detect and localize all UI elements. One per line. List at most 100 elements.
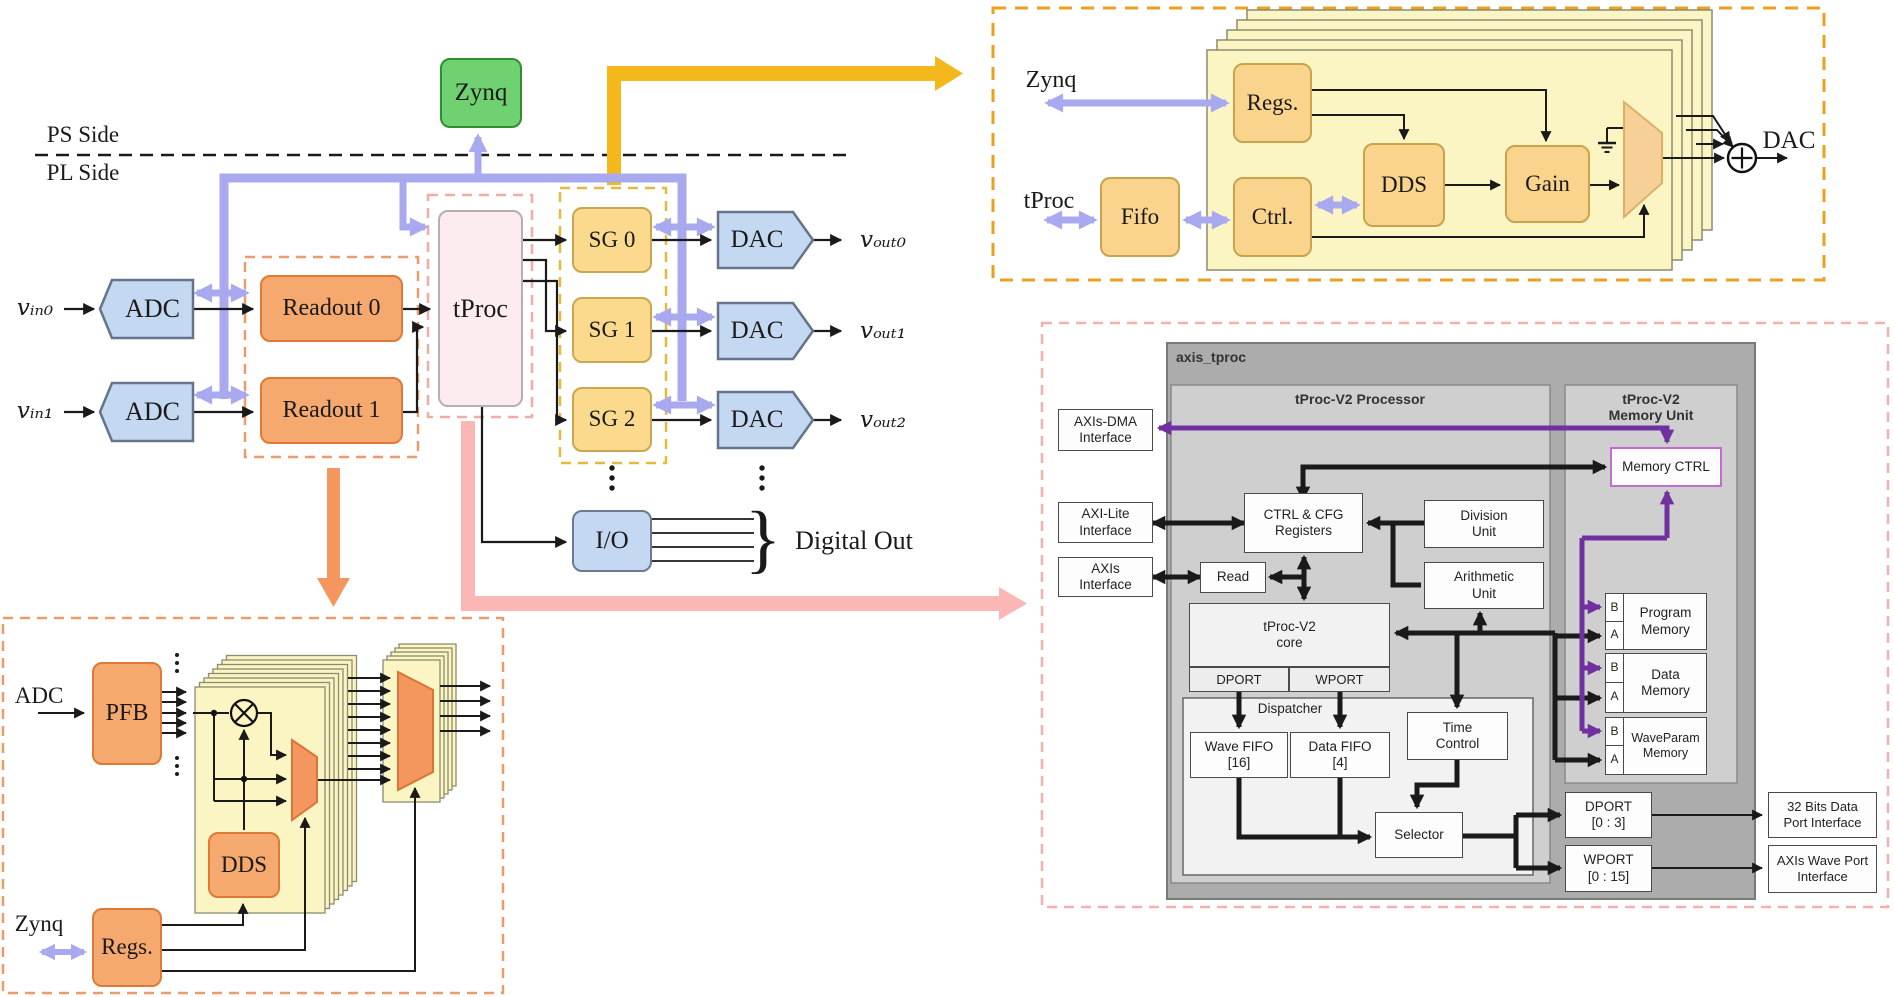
rodetail-regs-block: Regs.	[92, 908, 162, 987]
orange-arrow	[317, 468, 350, 607]
sgdetail-fifo-block: Fifo	[1100, 177, 1180, 257]
ctrl-cfg-line2: Registers	[1274, 523, 1333, 538]
vout2-label: vₒᵤₜ₂	[860, 406, 906, 433]
data-port-iface-line2: Port Interface	[1783, 815, 1862, 830]
arithmetic-line1: Arithmetic	[1453, 569, 1514, 585]
dac-block-0: DAC	[730, 225, 784, 253]
sg-detail-bus	[1043, 93, 1361, 230]
dport-line1: DPORT	[1584, 798, 1632, 814]
pl-side-label: PL Side	[46, 159, 120, 185]
ctrl-cfg-line1: CTRL & CFG	[1263, 506, 1344, 522]
data-port-iface-line1: 32 Bits Data	[1787, 799, 1858, 815]
data-fifo-line2: [4]	[1332, 755, 1348, 770]
data-memory-port-b: B	[1605, 653, 1624, 683]
tproc-group-border	[426, 193, 534, 419]
waveparam-memory-port-b: B	[1605, 717, 1624, 746]
tproc-block: tProc	[438, 210, 523, 407]
axis-line2: Interface	[1079, 577, 1132, 592]
core-line2: core	[1276, 635, 1303, 650]
dac-block-2: DAC	[730, 405, 784, 433]
zynq-block: Zynq	[440, 58, 522, 128]
rodetail-adc-label: ADC	[14, 682, 64, 708]
rodetail-dds-block: DDS	[208, 832, 280, 898]
io-block: I/O	[572, 510, 652, 572]
sg-detail-border	[991, 6, 1826, 282]
rodetail-pfb-block: PFB	[92, 662, 162, 765]
sgdetail-ctrl-block: Ctrl.	[1233, 177, 1312, 257]
memory-unit-title-line2: Memory Unit	[1608, 407, 1694, 423]
data-fifo-block: Data FIFO [4]	[1290, 732, 1390, 778]
sg1-block: SG 1	[572, 297, 652, 363]
time-control-line2: Control	[1435, 736, 1480, 751]
dac-shape-1	[716, 301, 815, 361]
axis-dma-line1: AXIs-DMA	[1073, 413, 1137, 429]
axi-lite-interface: AXI-Lite Interface	[1058, 502, 1153, 543]
program-memory-port-a: A	[1605, 620, 1624, 650]
tproc-detail-wires	[1150, 459, 1764, 876]
arithmetic-unit: Arithmetic Unit	[1424, 562, 1544, 609]
ps-side-label: PS Side	[46, 121, 120, 147]
wport-line2: [0 : 15]	[1587, 868, 1630, 884]
wport-line1: WPORT	[1583, 852, 1634, 868]
wave-fifo-line1: Wave FIFO	[1204, 738, 1274, 754]
wave-port-iface-line1: AXIs Wave Port	[1776, 853, 1869, 869]
memory-unit-title-line1: tProc-V2	[1622, 390, 1680, 407]
gold-arrow	[607, 56, 963, 185]
axi-bus	[193, 133, 716, 415]
sgdetail-zynq-label: Zynq	[1025, 67, 1077, 94]
axis-line1: AXIs	[1091, 560, 1120, 576]
vin1-label: vᵢₙ₁	[16, 397, 54, 424]
program-memory-line1: Program	[1639, 605, 1692, 621]
axis-interface: AXIs Interface	[1058, 557, 1153, 597]
program-memory-line2: Memory	[1641, 621, 1690, 637]
digital-out-label: Digital Out	[795, 526, 913, 556]
data-port-interface: 32 Bits Data Port Interface	[1768, 792, 1877, 838]
processor-title: tProc-V2 Processor	[1295, 390, 1425, 407]
tproc-detail-purple-wires	[1156, 420, 1675, 739]
program-memory-port-b: B	[1605, 593, 1624, 622]
readout1-block: Readout 1	[260, 377, 403, 444]
dac-shape-2	[716, 390, 815, 450]
division-line2: Unit	[1471, 524, 1496, 539]
adc-block-1: ADC	[125, 397, 180, 427]
memory-unit-title: tProc-V2 Memory Unit	[1567, 389, 1735, 425]
rodetail-zynq-label: Zynq	[14, 910, 64, 936]
axi-lite-line1: AXI-Lite	[1081, 506, 1130, 522]
wave-port-interface: AXIs Wave Port Interface	[1768, 845, 1877, 893]
dport-header: DPORT	[1189, 667, 1289, 692]
vin0-label: vᵢₙ₀	[16, 294, 54, 321]
tproc-detail-border	[1040, 321, 1890, 909]
adc-block-0: ADC	[125, 294, 180, 324]
time-control-block: Time Control	[1407, 712, 1508, 760]
selector-block: Selector	[1375, 812, 1463, 858]
division-unit: Division Unit	[1424, 500, 1544, 548]
data-memory-port-a: A	[1605, 681, 1624, 713]
wport-block: WPORT [0 : 15]	[1565, 845, 1652, 892]
wport-header: WPORT	[1289, 667, 1390, 692]
sgdetail-regs-block: Regs.	[1233, 63, 1312, 143]
digital-out-brace: }	[744, 497, 782, 582]
vout1-label: vₒᵤₜ₁	[860, 317, 906, 344]
dac-block-1: DAC	[730, 316, 784, 344]
data-memory-line1: Data	[1651, 666, 1680, 682]
memory-ctrl-block: Memory CTRL	[1610, 447, 1722, 487]
time-control-line1: Time	[1442, 719, 1473, 735]
axis-dma-interface: AXIs-DMA Interface	[1058, 409, 1153, 451]
tproc-v2-core: tProc-V2 core	[1189, 603, 1390, 667]
axis-dma-line2: Interface	[1079, 430, 1132, 445]
arithmetic-line2: Unit	[1471, 585, 1496, 601]
converter-shapes	[98, 210, 815, 450]
waveparam-memory-port-a: A	[1605, 744, 1624, 775]
waveparam-memory-line1: WaveParam	[1631, 730, 1700, 745]
data-memory-line2: Memory	[1641, 683, 1690, 698]
sg2-block: SG 2	[572, 387, 652, 452]
sum-node	[1726, 142, 1758, 174]
sg-detail-wires	[1312, 89, 1789, 238]
dac-shape-0	[716, 210, 815, 270]
wave-fifo-line2: [16]	[1227, 755, 1251, 770]
ellipsis-dots	[175, 465, 765, 776]
bus-to-tproc	[399, 178, 429, 237]
adc-shape-1	[98, 381, 195, 443]
sgdetail-dac-label: DAC	[1762, 126, 1816, 154]
